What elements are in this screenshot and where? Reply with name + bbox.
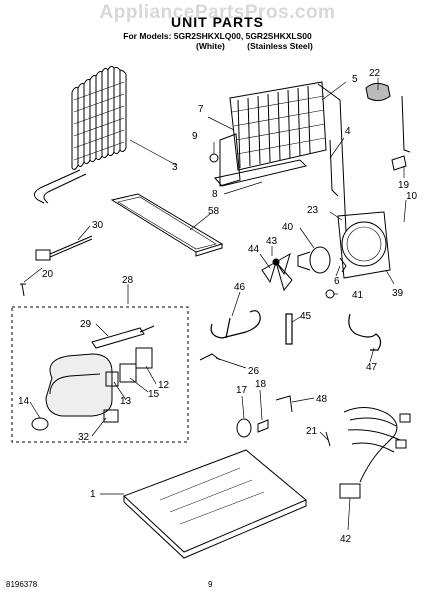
callout-21: 21 — [306, 426, 318, 437]
callout-5: 5 — [352, 74, 358, 85]
callout-17: 17 — [236, 385, 248, 396]
tubing-drawing — [210, 310, 382, 351]
model-numbers: For Models: 5GR2SHKXLQ00, 5GR2SHKXLS00 — [123, 31, 312, 41]
callout-6: 6 — [334, 276, 340, 287]
callout-3: 3 — [172, 162, 178, 173]
callout-46: 46 — [234, 282, 246, 293]
callout-8: 8 — [212, 189, 218, 200]
callout-10: 10 — [406, 191, 418, 202]
evaporator-drawing — [214, 81, 347, 233]
document-number: 8196378 — [6, 580, 38, 589]
harness-left-drawing — [20, 235, 93, 297]
callout-32: 32 — [78, 432, 90, 443]
drain-pan-drawing — [110, 193, 224, 257]
callout-14: 14 — [18, 396, 30, 407]
callout-4: 4 — [345, 126, 351, 137]
callout-23: 23 — [307, 205, 319, 216]
callout-30: 30 — [92, 220, 104, 231]
callout-13: 13 — [120, 396, 132, 407]
watermark-text: AppliancePartsPros.com — [99, 2, 336, 23]
leader-lines — [23, 78, 407, 531]
page-number: 9 — [208, 580, 213, 589]
callout-43: 43 — [266, 236, 278, 247]
compressor-group-drawing — [11, 306, 221, 443]
callout-19: 19 — [398, 180, 410, 191]
callout-28: 28 — [122, 275, 134, 286]
callout-44: 44 — [248, 244, 260, 255]
callout-39: 39 — [392, 288, 404, 299]
callout-29: 29 — [80, 319, 92, 330]
callout-22: 22 — [369, 68, 381, 79]
variant-labels: (White) (Stainless Steel) — [196, 41, 333, 51]
callout-47: 47 — [366, 362, 378, 373]
callout-7: 7 — [198, 104, 204, 115]
callout-40: 40 — [282, 222, 294, 233]
callout-20: 20 — [42, 269, 54, 280]
callout-48: 48 — [316, 394, 328, 405]
callout-12: 12 — [158, 380, 170, 391]
callout-45: 45 — [300, 311, 312, 322]
callout-1: 1 — [90, 489, 96, 500]
callout-58: 58 — [208, 206, 220, 217]
base-plate-drawing — [123, 449, 307, 559]
callout-15: 15 — [148, 389, 160, 400]
fan-assembly-drawing — [261, 211, 391, 299]
page-title: UNIT PARTS — [171, 14, 264, 30]
variant-stainless: (Stainless Steel) — [247, 41, 313, 51]
callout-41: 41 — [352, 290, 364, 301]
callout-42: 42 — [340, 534, 352, 545]
small-parts-right-drawing — [209, 82, 411, 197]
harness-right-drawing — [325, 407, 411, 499]
variant-white: (White) — [196, 41, 225, 51]
callout-18: 18 — [255, 379, 267, 390]
callout-numbers: 3 22 7 5 9 4 8 19 30 58 23 10 20 40 43 4… — [18, 68, 418, 545]
condenser-coil-drawing — [34, 65, 127, 204]
callout-26: 26 — [248, 366, 260, 377]
callout-9: 9 — [192, 131, 198, 142]
hardware-drawing — [236, 395, 293, 438]
